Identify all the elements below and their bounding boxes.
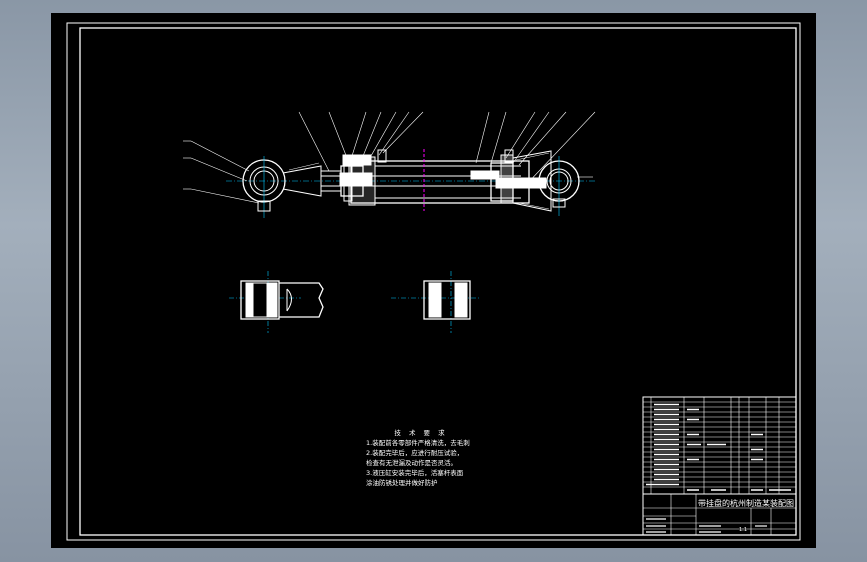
tech-line: 检查有无泄漏及动作是否灵活。 (366, 459, 457, 467)
drawing-name: 带挂盘的杭州制造某装配图 (698, 499, 794, 508)
leader-lines (183, 111, 596, 204)
technical-requirements: 技 术 要 求 1.装配前各零部件严格清洗，去毛刺 2.装配完毕后，应进行耐压试… (366, 428, 486, 488)
cylinder-assembly (226, 149, 596, 218)
title-block (642, 396, 797, 536)
section-view-left (229, 271, 324, 333)
tech-line: 涂油防锈处理并做好防护 (366, 479, 438, 487)
tech-line: 3.液压缸安装完毕后，活塞杆表面 (366, 469, 464, 477)
inner-frame (79, 27, 797, 536)
tech-title: 技 术 要 求 (394, 429, 448, 437)
outer-frame (66, 22, 801, 541)
parts-list-rows (643, 401, 796, 495)
drawing-sheet: 技 术 要 求 1.装配前各零部件严格清洗，去毛刺 2.装配完毕后，应进行耐压试… (51, 13, 816, 548)
title-marks (646, 518, 767, 533)
drawing-scale: 1:1 (739, 527, 748, 533)
parts-list-marks (646, 403, 791, 491)
section-view-right (391, 271, 481, 333)
cad-drawing (66, 22, 801, 541)
tech-line: 1.装配前各零部件严格清洗，去毛刺 (366, 439, 470, 447)
tech-line: 2.装配完毕后，应进行耐压试验， (366, 449, 464, 457)
